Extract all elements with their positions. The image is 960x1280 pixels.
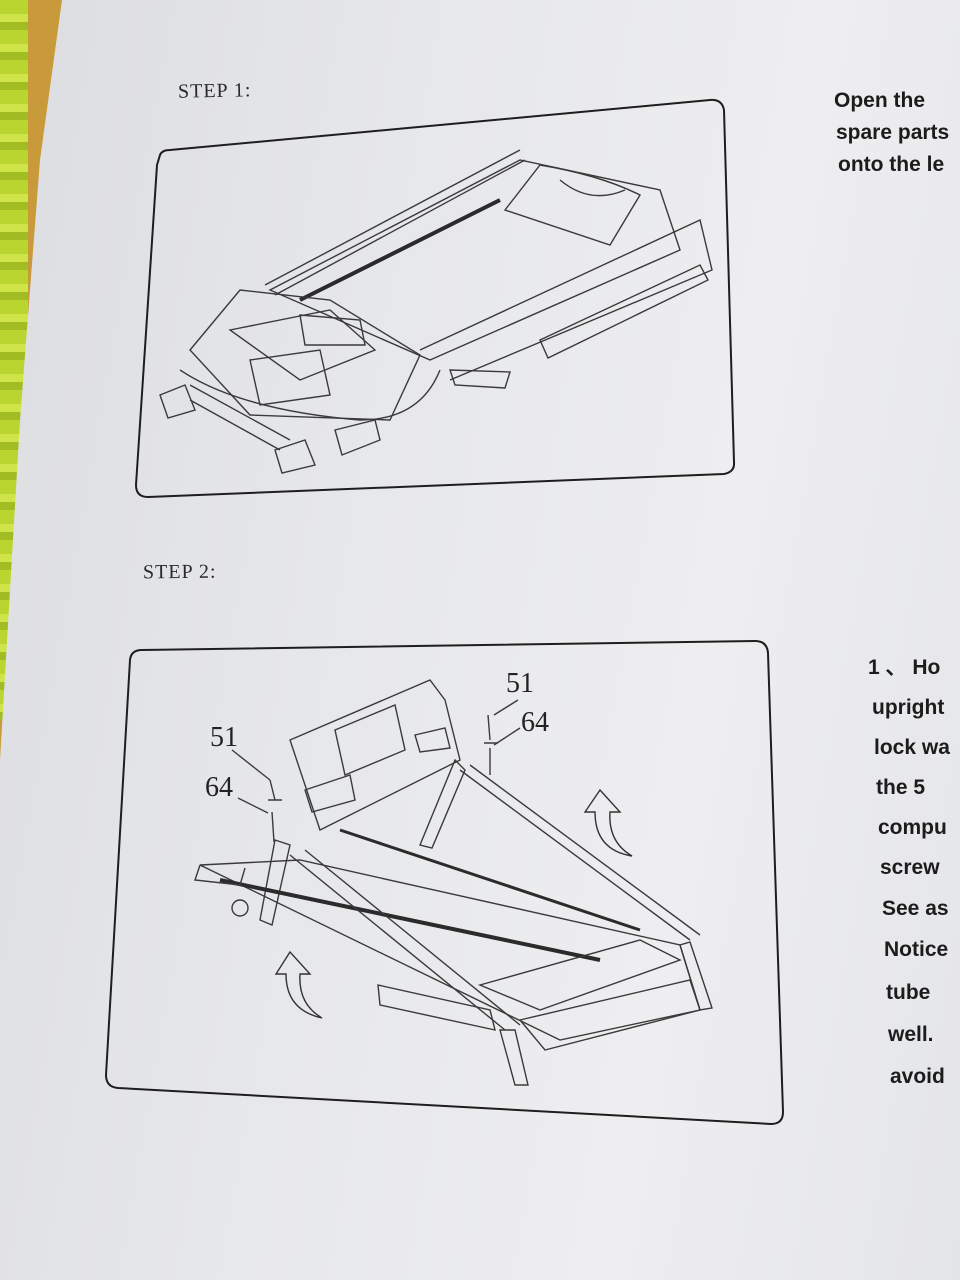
callout-51-right: 51 [506,668,534,699]
step-1-text-line: spare parts [836,121,950,144]
curved-up-arrow-icon [274,950,323,1019]
step-2-text-line: well. [888,1023,934,1046]
step-2-text-line: screw [880,856,940,879]
step-2-text-line: lock wa [874,736,950,759]
step-1-text-line: Open the [834,89,926,112]
callout-51-left: 51 [210,722,238,753]
callout-64-right: 64 [521,707,549,738]
curved-up-arrow-icon [583,788,633,857]
step-2-text-line: avoid [890,1065,945,1088]
treadmill-upright-drawing [194,679,713,1086]
step-2-text-line: tube [886,981,931,1004]
step-2-frame [104,639,785,1126]
step-2-text-line: compu [878,816,947,839]
step-2-text-line: 1 、 Ho [868,656,941,679]
step-2-text-line: the 5 [876,776,926,799]
step-2-text-line: See as [882,897,949,920]
step-2-text-line: upright [872,696,945,719]
treadmill-folded-drawing [159,149,713,474]
step-1-text-line: onto the le [838,153,945,176]
step-1-frame [134,98,736,499]
callout-64-left: 64 [205,772,233,803]
step-2-text-line: Notice [884,938,949,961]
